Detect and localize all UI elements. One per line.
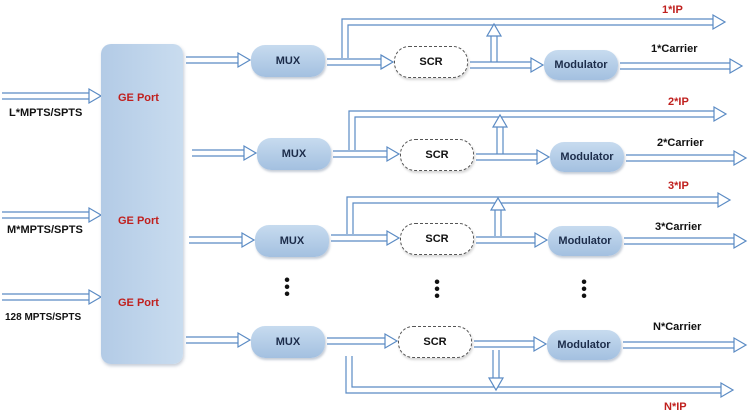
scr-to-mod-arrow-1: [470, 56, 545, 74]
carrier-output-label-2: 2*Carrier: [657, 137, 704, 149]
scr-block-n: SCR: [398, 326, 472, 358]
ip-arrow-1: [341, 13, 727, 58]
carrier-output-label-3: 3*Carrier: [655, 221, 702, 233]
mux-block-2: MUX: [257, 138, 331, 170]
mux-block-n: MUX: [251, 326, 325, 358]
ge-port-label-1: GE Port: [118, 92, 159, 104]
ip-output-label-n: N*IP: [664, 401, 687, 413]
input-arrow-l: [2, 87, 103, 105]
vertical-arrow-n: [487, 350, 505, 392]
ip-arrow-2: [348, 105, 728, 150]
carrier-arrow-2: [626, 149, 748, 167]
carrier-arrow-1: [620, 57, 744, 75]
ellipsis-mux-column: • • •: [284, 272, 290, 303]
input-arrow-m: [2, 206, 103, 224]
modulator-block-3: Modulator: [548, 226, 622, 256]
mux-to-scr-arrow-1: [327, 53, 395, 71]
scr-to-mod-arrow-n: [474, 335, 548, 353]
vertical-arrow-3: [489, 196, 507, 236]
scr-block-2: SCR: [400, 139, 474, 171]
ge-port-label-2: GE Port: [118, 215, 159, 227]
ge-to-mux-arrow-2: [192, 144, 258, 162]
ip-output-label-1: 1*IP: [662, 4, 683, 16]
scr-to-mod-arrow-3: [476, 231, 549, 249]
ge-port-label-3: GE Port: [118, 297, 159, 309]
input-label-n: 128 MPTS/SPTS: [5, 312, 82, 323]
input-arrow-n: [2, 288, 103, 306]
mux-block-3: MUX: [255, 225, 329, 257]
modulator-block-1: Modulator: [544, 50, 618, 80]
ge-to-mux-arrow-1: [186, 51, 252, 69]
mux-to-scr-arrow-n: [327, 332, 399, 350]
modulator-block-2: Modulator: [550, 142, 624, 172]
scr-block-3: SCR: [400, 223, 474, 255]
ip-output-label-3: 3*IP: [668, 180, 689, 192]
input-label-l: L*MPTS/SPTS: [9, 107, 83, 119]
ip-arrow-3: [346, 191, 732, 234]
modulator-block-n: Modulator: [547, 330, 621, 360]
scr-block-1: SCR: [394, 46, 468, 78]
vertical-arrow-1: [485, 22, 503, 62]
mux-block-1: MUX: [251, 45, 325, 77]
vertical-arrow-2: [491, 113, 509, 154]
ip-arrow-n: [345, 356, 735, 399]
ge-to-mux-arrow-n: [186, 331, 252, 349]
ge-port-panel: [101, 44, 183, 364]
ge-to-mux-arrow-3: [189, 231, 256, 249]
ellipsis-scr-column: • • •: [434, 274, 440, 305]
carrier-arrow-n: [623, 336, 748, 354]
carrier-output-label-1: 1*Carrier: [651, 43, 698, 55]
carrier-arrow-3: [624, 232, 748, 250]
ip-output-label-2: 2*IP: [668, 96, 689, 108]
ellipsis-modulator-column: • • •: [581, 274, 587, 305]
input-label-m: M*MPTS/SPTS: [7, 224, 83, 236]
scr-to-mod-arrow-2: [476, 148, 551, 166]
mux-to-scr-arrow-3: [331, 229, 401, 247]
carrier-output-label-n: N*Carrier: [653, 321, 702, 333]
mux-to-scr-arrow-2: [333, 145, 401, 163]
